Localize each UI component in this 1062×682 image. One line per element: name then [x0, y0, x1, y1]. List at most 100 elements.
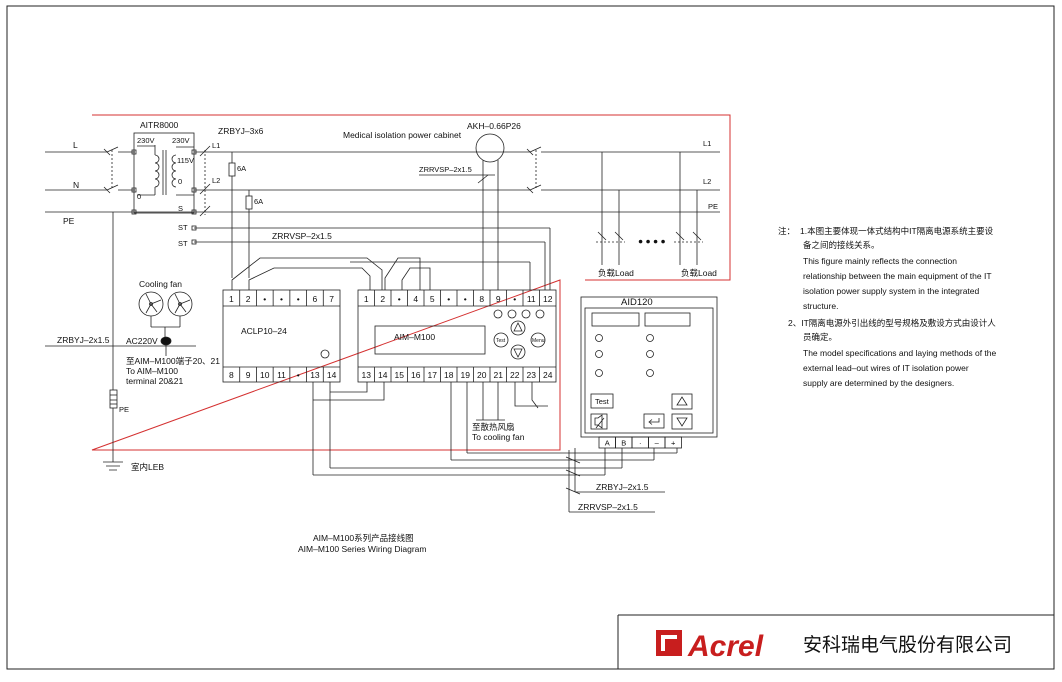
cable-label-zrrvsp-top: ZRRVSP–2x1.5 — [272, 231, 332, 241]
terminal-number: 9 — [246, 370, 251, 380]
diagram-title-cn: AIM–M100系列产品接线图 — [313, 533, 414, 543]
company-name: 安科瑞电气股份有限公司 — [803, 634, 1012, 656]
transformer-primary-voltage: 230V — [137, 136, 155, 145]
aid-mute-button[interactable] — [590, 413, 608, 430]
terminal-number: • — [297, 370, 300, 380]
aid-up-button[interactable] — [671, 393, 693, 410]
transformer-primary-coil — [137, 145, 160, 196]
aim-name: AIM–M100 — [394, 332, 435, 342]
cabinet-border — [91, 114, 731, 451]
output-L2: L2 — [703, 177, 711, 186]
transformer-zero-primary: 0 — [137, 192, 141, 201]
up-arrow-icon — [676, 396, 688, 406]
cable-label-zrbyj-bottom: ZRBYJ–2x1.5 — [596, 482, 649, 492]
aid-indicators — [595, 334, 654, 377]
secondary-breaker — [199, 145, 211, 217]
terminal-number: 2 — [380, 294, 385, 304]
terminal-number: 15 — [395, 370, 405, 380]
aim-alarm-wiring — [514, 382, 548, 409]
output-PE: PE — [708, 202, 718, 211]
terminal-number: 8 — [479, 294, 484, 304]
terminal-dot — [131, 149, 137, 155]
aim-up-button[interactable] — [510, 320, 526, 336]
transformer-secondary-coil — [171, 146, 194, 196]
transformer-zero-secondary: 0 — [178, 177, 182, 186]
aid-terminal-label: – — [655, 439, 660, 448]
aid-display-right — [644, 312, 691, 327]
aim-menu-label: Menu — [532, 338, 545, 344]
aim-down-button[interactable] — [510, 344, 526, 360]
terminal-number: 22 — [510, 370, 520, 380]
secondary-terminal-dots — [191, 149, 197, 245]
terminal-L1: L1 — [212, 141, 220, 150]
terminal-number: 13 — [362, 370, 372, 380]
aid-test-label: Test — [595, 397, 610, 406]
aid-enter-button[interactable] — [643, 413, 665, 429]
input-N-label: N — [73, 180, 79, 190]
note-1-cn-b: 备之间的接线关系。 — [803, 240, 880, 250]
fan-connector — [160, 336, 172, 346]
note-2-cn-a: 2、IT隔离电源外引出线的型号规格及敷设方式由设计人 — [788, 318, 996, 328]
terminal-number: 9 — [496, 294, 501, 304]
terminal-ST-2: ST — [178, 239, 188, 248]
terminal-number: • — [464, 294, 467, 304]
fan-target-wiring — [476, 382, 505, 421]
transformer-tap-voltage: 115V — [177, 156, 194, 165]
fan-note-en-1: To AIM–M100 — [126, 366, 178, 376]
terminal-number: • — [263, 294, 266, 304]
aclp-aim-link-wiring — [231, 257, 431, 290]
akh-name: AKH–0.66P26 — [467, 121, 521, 131]
aid-display-left — [591, 312, 640, 327]
brand-logo: Acrel — [687, 630, 764, 663]
terminal-number: 2 — [246, 294, 251, 304]
down-arrow-icon — [676, 417, 688, 427]
aim-test-button[interactable] — [493, 332, 509, 348]
ground-leb-label: 室内LEB — [131, 462, 164, 472]
down-arrow-icon — [513, 348, 523, 358]
note-1-en-4: structure. — [803, 301, 838, 311]
fan-note-en-2: terminal 20&21 — [126, 376, 183, 386]
aclp-indicator — [320, 349, 330, 359]
note-2-en-1: The model specifications and laying meth… — [803, 348, 997, 358]
note-1-en-1: This figure mainly reflects the connecti… — [803, 256, 957, 266]
aid-down-button[interactable] — [671, 413, 693, 430]
transformer-secondary-voltage: 230V — [172, 136, 190, 145]
aid-test-button[interactable] — [590, 393, 614, 409]
fan-target-cn: 至散热风扇 — [472, 422, 515, 432]
note-2-cn-b: 员确定。 — [803, 332, 837, 342]
terminal-number: 11 — [277, 370, 286, 380]
fan-wiring — [150, 316, 181, 338]
ground-icon — [103, 408, 123, 471]
ground-pe-label: PE — [119, 405, 129, 414]
input-L-label: L — [73, 140, 78, 150]
load-1-feeder — [596, 152, 625, 265]
transformer-box — [133, 132, 195, 214]
aid-terminal-label: B — [621, 439, 626, 448]
terminal-dot — [131, 209, 137, 215]
fan-note-cn: 至AIM–M100端子20、21 — [126, 356, 220, 366]
terminal-number: 6 — [313, 294, 318, 304]
terminal-number: • — [280, 294, 283, 304]
fan-label: Cooling fan — [139, 279, 182, 289]
pe-bar — [109, 389, 118, 409]
terminal-number: 1 — [364, 294, 369, 304]
terminal-dot — [131, 187, 137, 193]
terminal-number: 7 — [329, 294, 334, 304]
fuse-1 — [228, 152, 236, 278]
acrel-logo-mark — [656, 630, 682, 656]
aim-led-row — [493, 309, 545, 319]
aim-menu-button[interactable] — [530, 332, 546, 348]
terminal-number: • — [297, 294, 300, 304]
load-1-label: 负载Load — [598, 268, 634, 278]
cable-tick — [477, 174, 489, 184]
aim-test-label: Test — [496, 338, 506, 344]
terminal-number: 23 — [527, 370, 537, 380]
transformer-core — [162, 150, 167, 195]
terminal-number: 12 — [543, 294, 553, 304]
note-1-en-3: isolation power supply system in the int… — [803, 286, 980, 296]
aid-panel — [580, 296, 718, 438]
load-2-feeder — [674, 152, 703, 265]
